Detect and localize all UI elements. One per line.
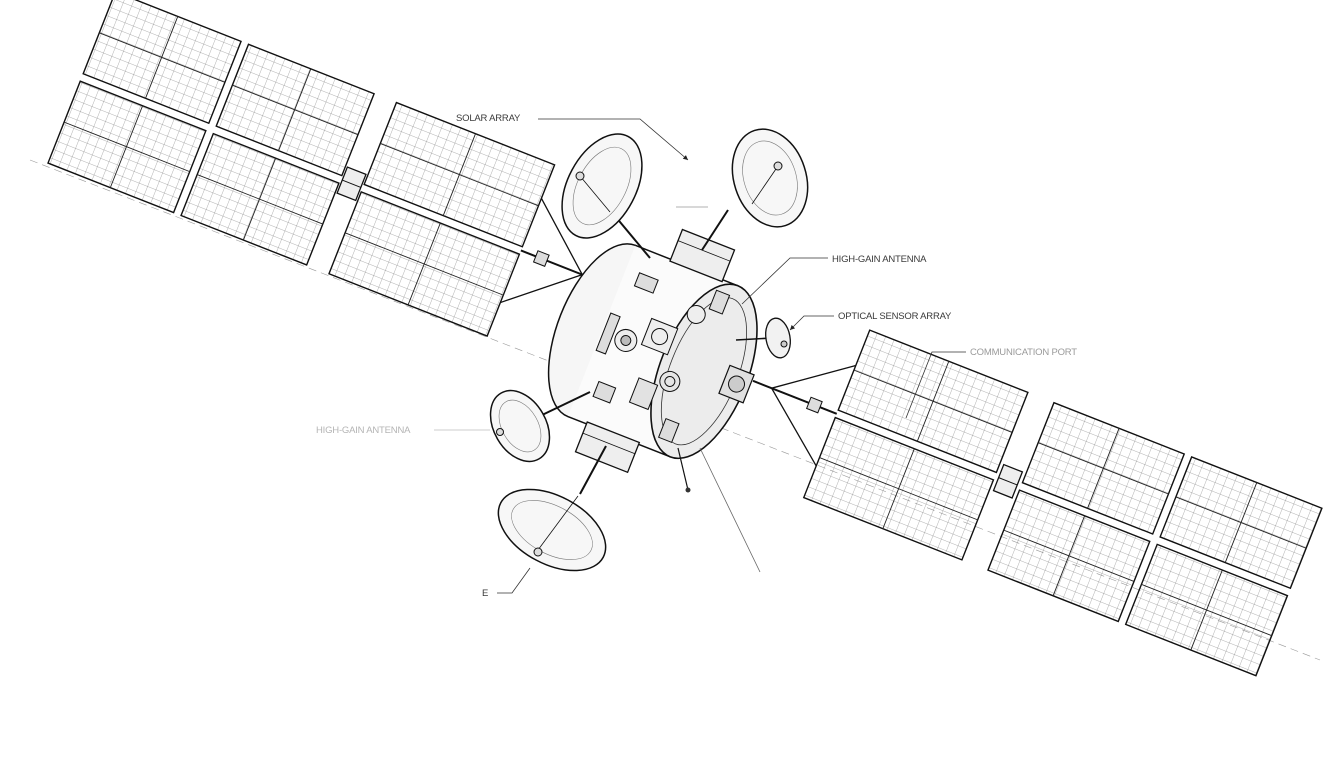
left-panel-outer-bottom xyxy=(47,80,207,214)
left-panel-inner-top xyxy=(363,101,556,248)
right-panel-outer-top xyxy=(1159,456,1323,590)
left-panel-mid-bottom xyxy=(180,132,340,266)
right-panel-inner-bottom xyxy=(802,416,995,561)
dish-upper-right xyxy=(701,128,809,251)
probe-rod xyxy=(677,447,691,493)
right-panel-inner-top xyxy=(837,329,1029,474)
solar-array-label: SOLAR ARRAY xyxy=(456,113,521,124)
optical-sensor-array-label: OPTICAL SENSOR ARRAY xyxy=(838,311,952,322)
dish-upper-left xyxy=(561,133,651,259)
lower-dish-label: E xyxy=(482,588,489,599)
right-array-hinge xyxy=(992,463,1024,499)
left-array-hinge xyxy=(336,166,367,202)
dish-lower xyxy=(497,445,607,572)
leader-lines xyxy=(434,118,966,594)
right-panel-mid-top xyxy=(1021,401,1186,535)
left-solar-array xyxy=(47,0,600,337)
satellite-bus xyxy=(547,228,758,474)
left-panel-mid-top xyxy=(215,43,375,177)
right-array-yoke xyxy=(752,364,856,467)
right-solar-array xyxy=(752,329,1323,677)
communication-port-label: COMMUNICATION PORT xyxy=(970,347,1077,358)
right-panel-mid-bottom xyxy=(987,489,1151,623)
dish-left xyxy=(489,389,591,463)
right-panel-outer-bottom xyxy=(1124,543,1289,677)
left-panel-outer-top xyxy=(82,0,242,125)
dish-right-small xyxy=(735,317,791,359)
left-panel-inner-bottom xyxy=(328,190,521,337)
left-antenna-label: HIGH-GAIN ANTENNA xyxy=(316,425,411,436)
high-gain-antenna-label: HIGH-GAIN ANTENNA xyxy=(832,254,927,265)
